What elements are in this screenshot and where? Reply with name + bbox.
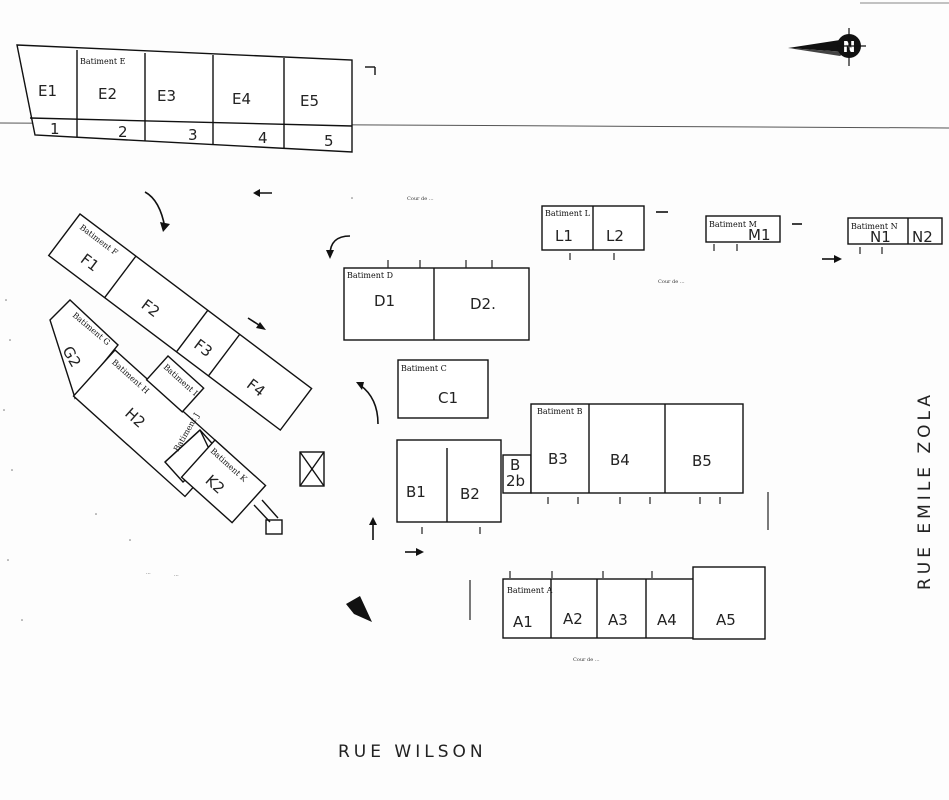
unit-e5: E5 <box>300 92 319 110</box>
unit-d1: D1 <box>374 292 395 310</box>
unit-e-number-4: 4 <box>258 129 268 147</box>
unit-m1: M1 <box>748 226 771 244</box>
building-a: Batiment A A1 A2 A3 A4 A5 <box>502 566 766 640</box>
unit-a3: A3 <box>608 611 628 629</box>
building-e: Batiment E E1 E2 E3 E4 E5 1 2 3 4 5 <box>16 44 376 153</box>
unit-e1: E1 <box>38 82 57 100</box>
street-east-label: RUE EMILE ZOLA <box>915 391 935 590</box>
building-b-label: Batiment B <box>537 407 583 416</box>
street-south-label: RUE WILSON <box>338 742 487 762</box>
small-label-left-2: ... <box>174 572 179 578</box>
courtyard-label-1: Cour de ... <box>407 196 434 202</box>
unit-a2: A2 <box>563 610 583 628</box>
building-n: Batiment N N1 N2 <box>847 217 943 246</box>
unit-e2: E2 <box>98 85 117 103</box>
unit-b3: B3 <box>548 450 568 468</box>
building-e-label: Batiment E <box>80 57 126 66</box>
building-b: B1 B2 B 2b Batiment B B3 B4 B5 <box>396 403 744 523</box>
unit-b1: B1 <box>406 483 426 501</box>
courtyard-label-2: Cour de ... <box>658 279 685 285</box>
unit-l1: L1 <box>555 227 573 245</box>
unit-b: B <box>510 456 520 474</box>
building-m: Batiment M M1 <box>705 215 781 244</box>
building-d-label: Batiment D <box>347 271 393 280</box>
direction-arrows <box>144 189 842 556</box>
tick-marks <box>387 244 883 620</box>
small-label-left: ... <box>146 570 151 576</box>
unit-b5: B5 <box>692 452 712 470</box>
building-l-label: Batiment L <box>545 209 591 218</box>
unit-a1: A1 <box>513 613 533 631</box>
unit-e3: E3 <box>157 87 176 105</box>
unit-e-number-3: 3 <box>188 126 198 144</box>
building-i: Batiment I <box>145 355 205 413</box>
curved-arrow-icon-3 <box>359 384 379 425</box>
building-l: Batiment L L1 L2 <box>541 205 645 251</box>
unit-n1: N1 <box>870 228 891 246</box>
unit-b2: B2 <box>460 485 480 503</box>
unit-e-number-5: 5 <box>324 132 334 150</box>
unit-a5: A5 <box>716 611 736 629</box>
building-f: Batiment F F1 F2 F3 F4 <box>47 213 313 432</box>
building-d: Batiment D D1 D2. <box>343 267 530 341</box>
small-structure <box>253 499 283 535</box>
unit-e4: E4 <box>232 90 251 108</box>
north-arrow-icon: N <box>788 28 866 66</box>
unit-e-number-1: 1 <box>50 120 60 138</box>
courtyard-label-3: Cour de ... <box>573 657 600 663</box>
unit-e-number-2: 2 <box>118 123 128 141</box>
entrance-arrow-icon <box>346 596 372 622</box>
unit-d2: D2. <box>470 295 496 313</box>
scan-speckles <box>3 197 353 621</box>
utility-box <box>299 451 325 487</box>
unit-c1: C1 <box>438 389 458 407</box>
unit-2b: 2b <box>506 472 525 490</box>
building-m-label: Batiment M <box>709 220 757 229</box>
building-c-label: Batiment C <box>401 364 447 373</box>
unit-l2: L2 <box>606 227 624 245</box>
building-c: Batiment C C1 <box>397 359 489 419</box>
building-n-label: Batiment N <box>851 222 898 231</box>
unit-n2: N2 <box>912 228 933 246</box>
unit-b4: B4 <box>610 451 630 469</box>
building-a-label: Batiment A <box>507 586 553 595</box>
unit-a4: A4 <box>657 611 677 629</box>
